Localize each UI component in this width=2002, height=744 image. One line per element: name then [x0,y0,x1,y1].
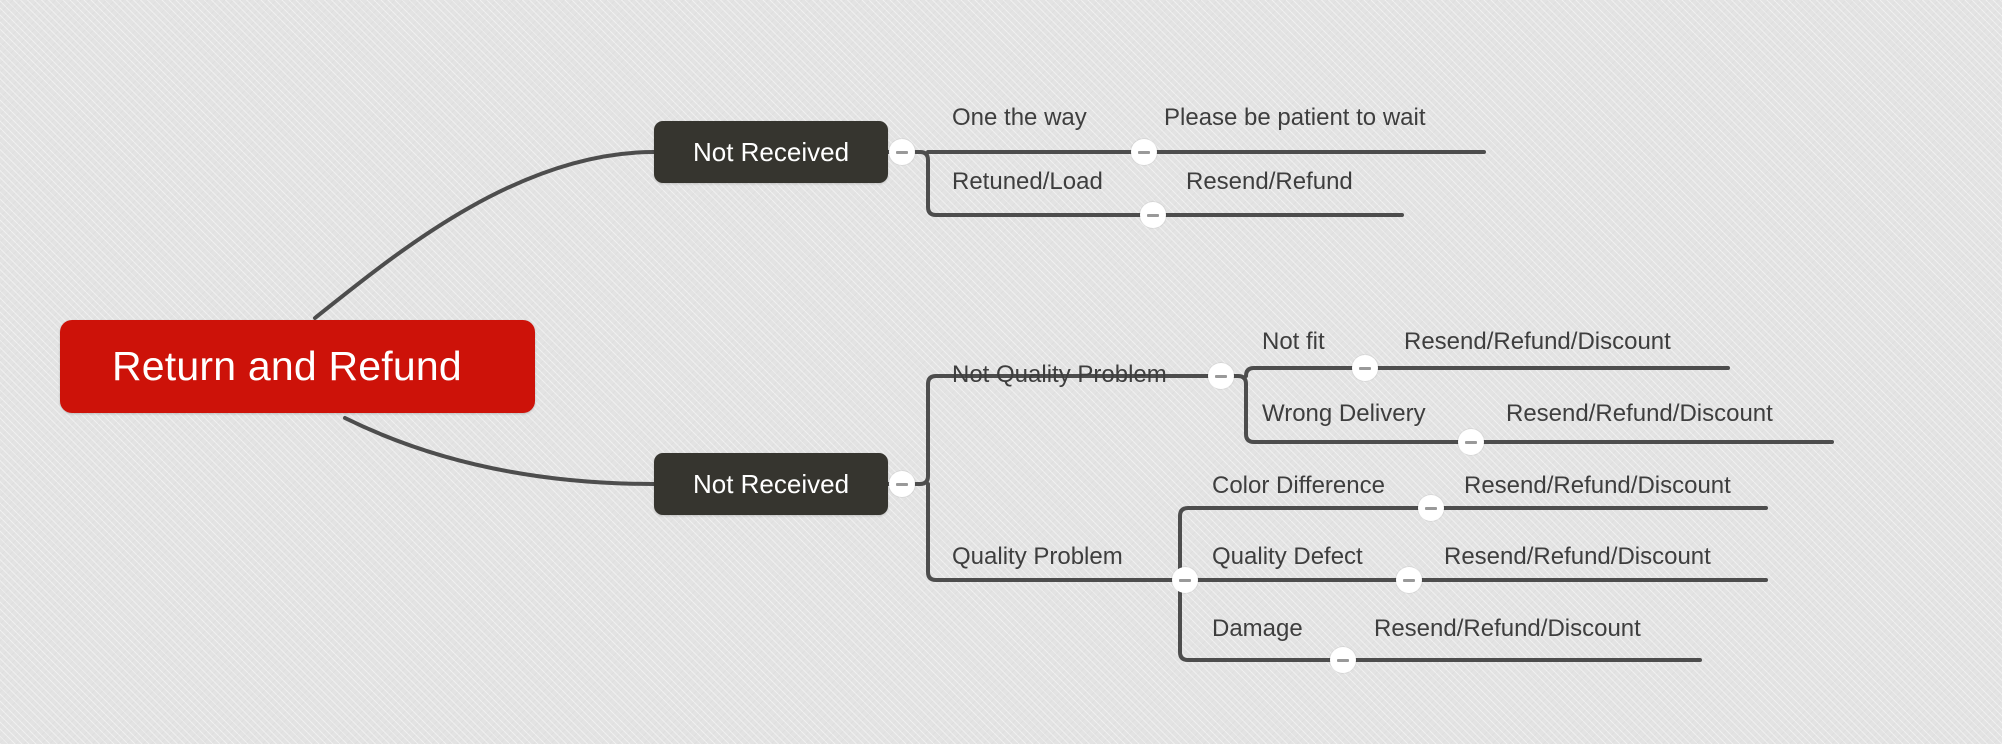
collapse-toggle-quality-problem[interactable] [1172,567,1198,593]
collapse-toggle-branch-bottom[interactable] [889,471,915,497]
collapse-toggle-not-fit[interactable] [1352,355,1378,381]
branch-node-label: Not Received [692,136,850,167]
node-label-color-difference-resolution[interactable]: Resend/Refund/Discount [1464,472,1731,499]
collapse-toggle-wrong-delivery[interactable] [1458,429,1484,455]
collapse-toggle-one-the-way[interactable] [1131,139,1157,165]
minus-circle-icon [1138,150,1150,154]
minus-circle-icon [1337,658,1349,662]
collapse-toggle-quality-defect[interactable] [1396,567,1422,593]
edge-not-fit [1244,366,1730,378]
node-label-wrong-delivery-resolution[interactable]: Resend/Refund/Discount [1506,400,1773,427]
collapse-toggle-color-difference[interactable] [1418,495,1444,521]
node-label-please-be-patient-to-wait[interactable]: Please be patient to wait [1164,104,1426,131]
minus-circle-icon [1403,578,1415,582]
node-label-quality-defect-resolution[interactable]: Resend/Refund/Discount [1444,543,1711,570]
minus-circle-icon [1147,213,1159,217]
node-label-resend-refund[interactable]: Resend/Refund [1186,168,1353,195]
node-label-quality-problem[interactable]: Quality Problem [952,543,1123,570]
minus-circle-icon [1425,506,1437,510]
minus-circle-icon [896,482,908,486]
edge-branch-bottom-spine [914,374,1212,486]
collapse-toggle-retuned-load[interactable] [1140,202,1166,228]
collapse-toggle-damage[interactable] [1330,647,1356,673]
minus-circle-icon [1215,374,1227,378]
node-label-quality-defect[interactable]: Quality Defect [1212,543,1363,570]
root-node-label: Return and Refund [112,343,462,389]
node-label-not-quality-problem[interactable]: Not Quality Problem [952,361,1167,388]
branch-node-not-received-top[interactable]: Not Received [654,121,888,183]
branch-node-not-received-bottom[interactable]: Not Received [654,453,888,515]
root-node[interactable]: Return and Refund [60,320,535,413]
node-label-color-difference[interactable]: Color Difference [1212,472,1385,499]
node-label-wrong-delivery[interactable]: Wrong Delivery [1262,400,1426,427]
collapse-toggle-branch-top[interactable] [889,139,915,165]
collapse-toggle-not-quality-problem[interactable] [1208,363,1234,389]
node-label-not-fit-resolution[interactable]: Resend/Refund/Discount [1404,328,1671,355]
minus-circle-icon [1179,578,1191,582]
node-label-retuned-load[interactable]: Retuned/Load [952,168,1103,195]
minus-circle-icon [1359,366,1371,370]
node-label-one-the-way[interactable]: One the way [952,104,1087,131]
branch-node-label: Not Received [692,468,850,499]
node-label-not-fit[interactable]: Not fit [1262,328,1325,355]
minus-circle-icon [896,150,908,154]
edge-root-to-branch-bottom [343,416,656,486]
minus-circle-icon [1465,440,1477,444]
node-label-damage[interactable]: Damage [1212,615,1303,642]
edge-root-to-branch-top [313,150,656,320]
node-label-damage-resolution[interactable]: Resend/Refund/Discount [1374,615,1641,642]
